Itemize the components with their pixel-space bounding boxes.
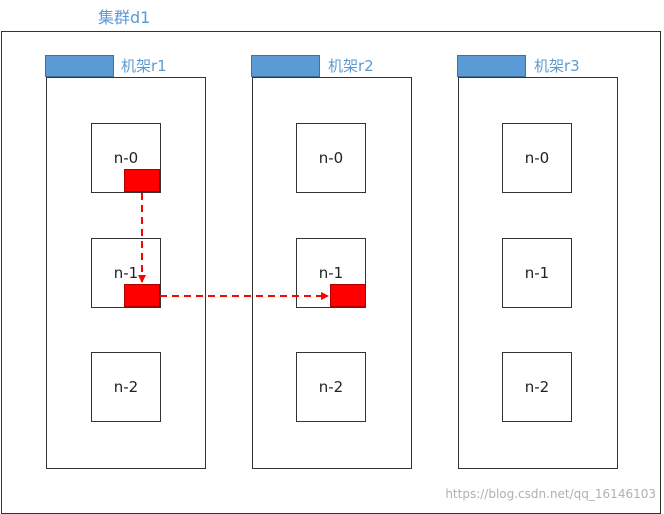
replica-block-r1-n1 [124,284,160,307]
node-label: n-2 [113,378,139,396]
node-r3-n0: n-0 [502,123,572,193]
rack-tab-r2 [251,55,320,77]
node-label: n-1 [113,264,139,282]
node-r1-n2: n-2 [91,352,161,422]
node-label: n-2 [524,378,550,396]
node-label: n-1 [318,264,344,282]
node-label: n-0 [524,149,550,167]
rack-tab-r3 [457,55,526,77]
rack-label-r1: 机架r1 [121,57,167,75]
node-label: n-2 [318,378,344,396]
watermark: https://blog.csdn.net/qq_16146103 [445,487,656,501]
node-r2-n0: n-0 [296,123,366,193]
node-r3-n1: n-1 [502,238,572,308]
replica-block-r1-n0 [124,169,160,192]
replica-block-r2-n1 [330,284,366,307]
rack-label-r2: 机架r2 [328,57,374,75]
node-label: n-1 [524,264,550,282]
node-r3-n2: n-2 [502,352,572,422]
node-label: n-0 [318,149,344,167]
node-label: n-0 [113,149,139,167]
node-r2-n2: n-2 [296,352,366,422]
rack-label-r3: 机架r3 [534,57,580,75]
rack-tab-r1 [45,55,114,77]
cluster-title: 集群d1 [98,8,151,27]
